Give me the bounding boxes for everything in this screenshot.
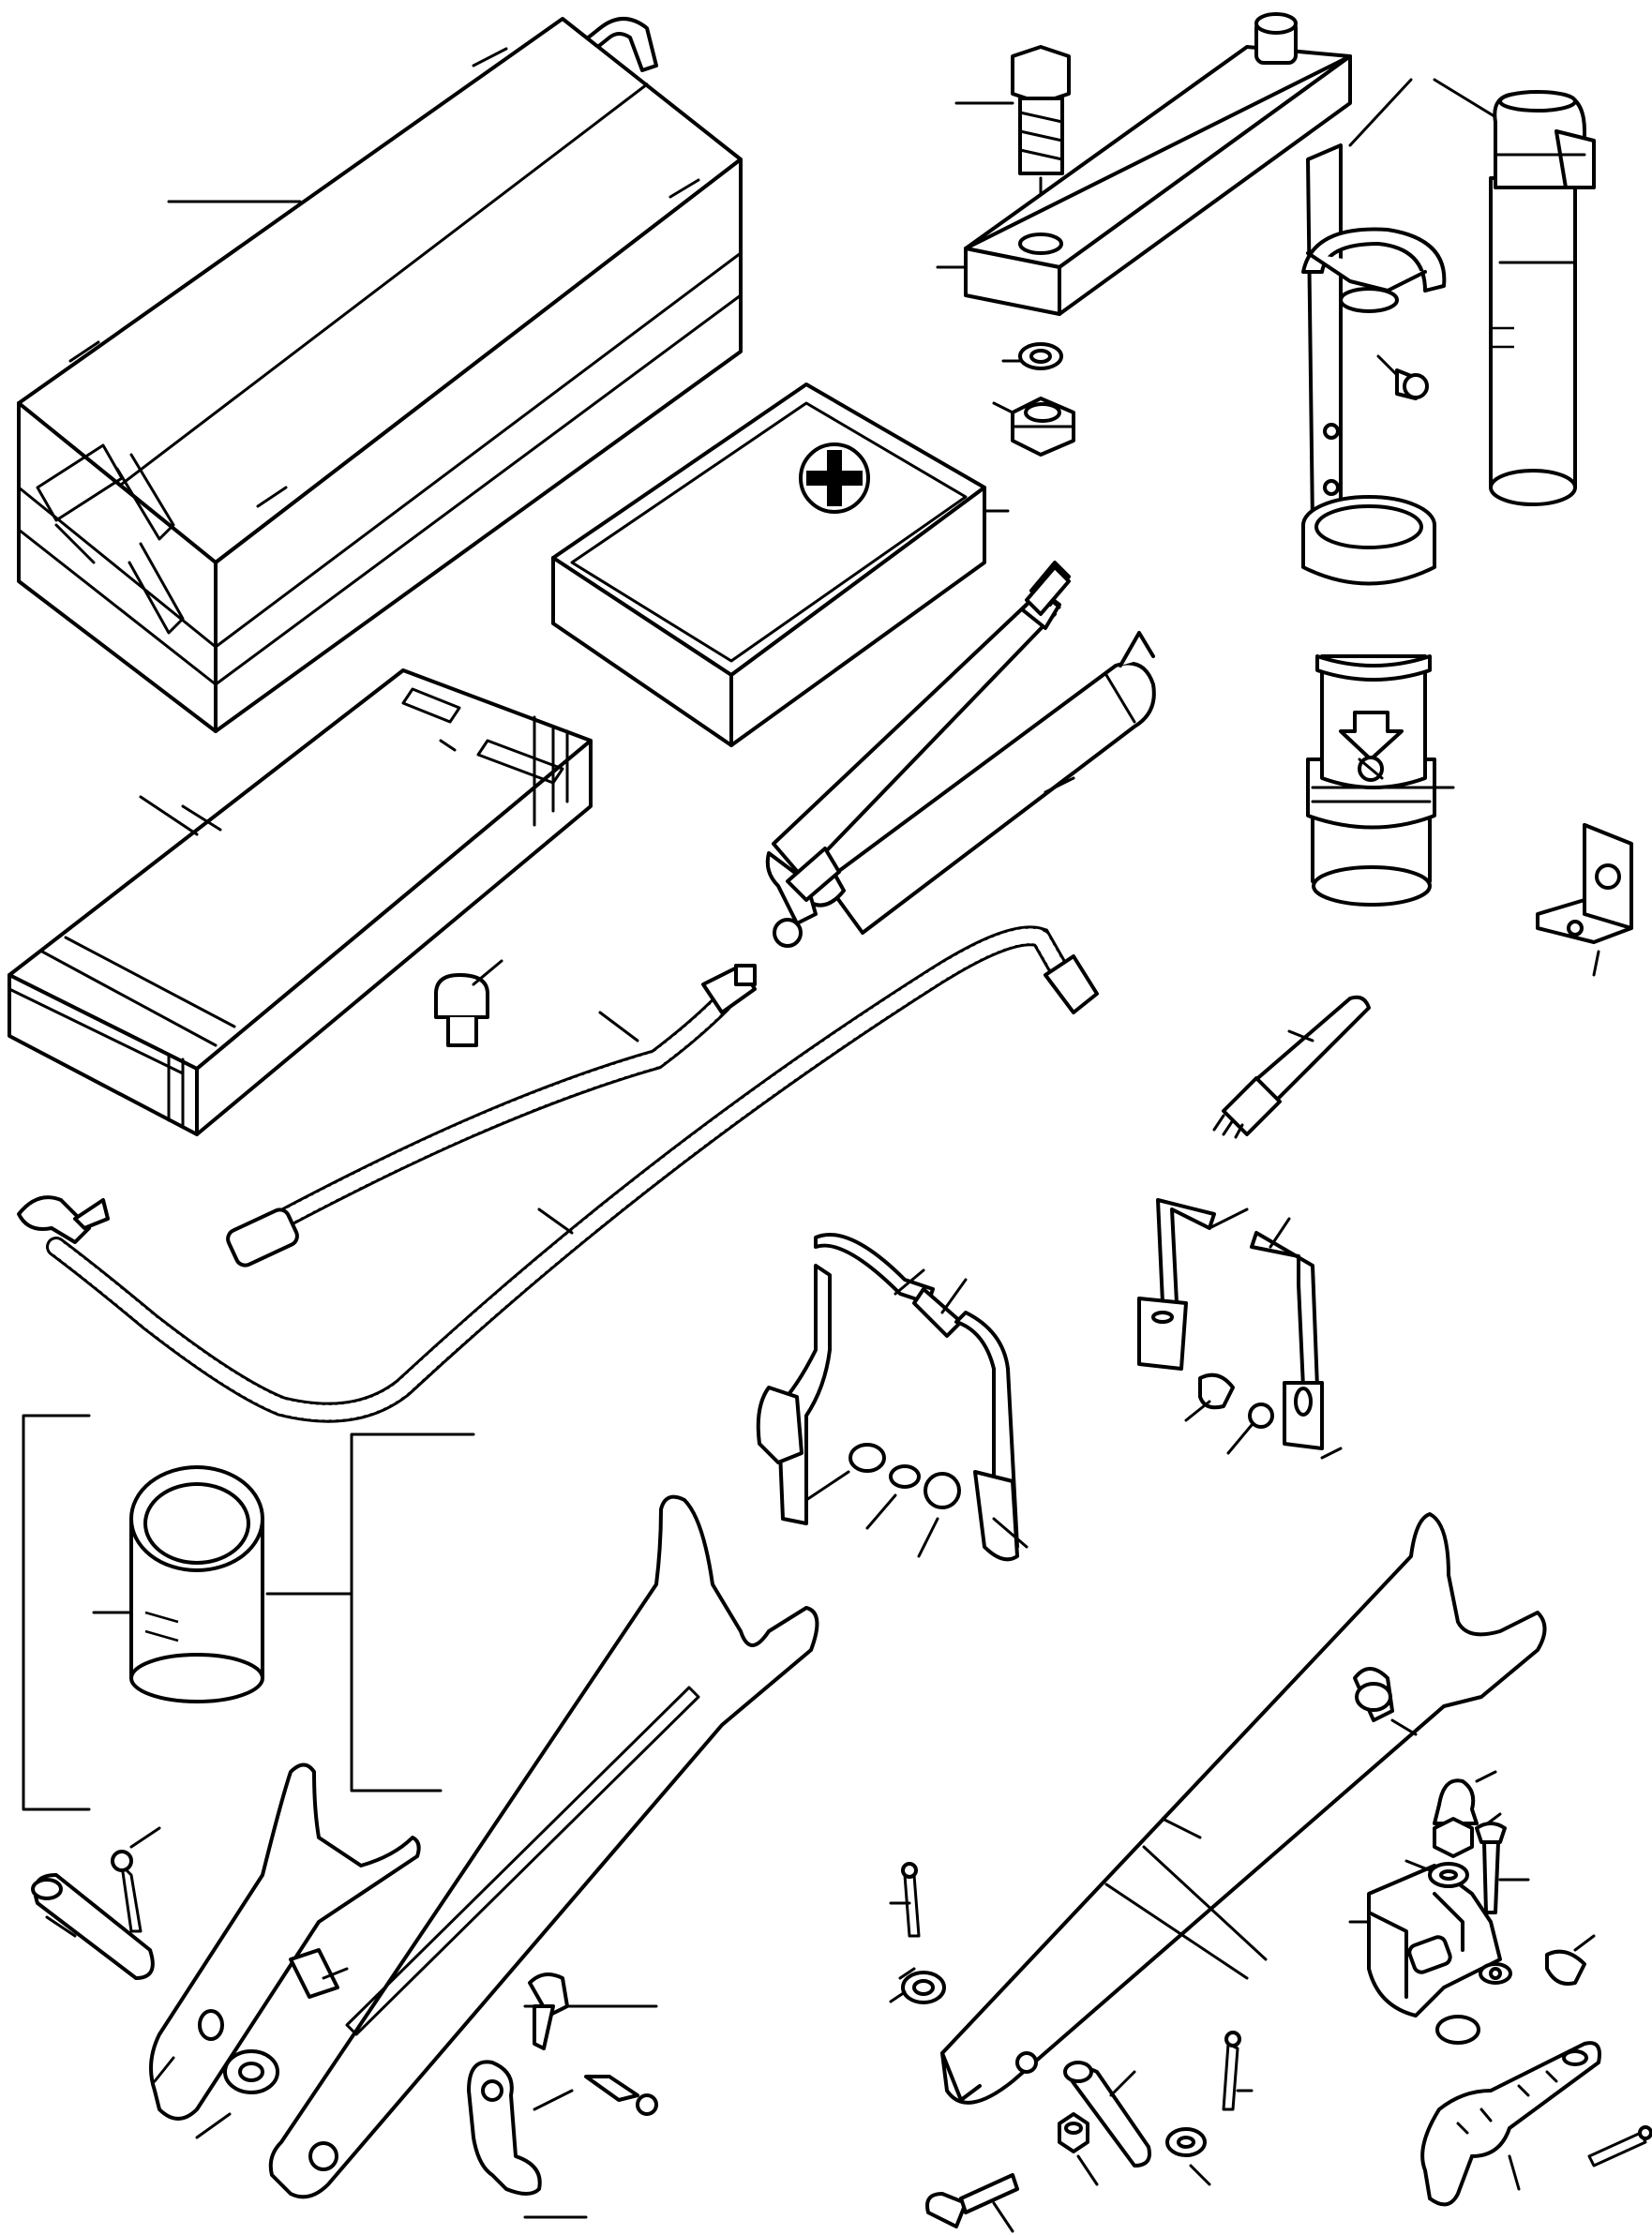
pipe-icon [756, 1233, 1029, 1562]
hose-icon [226, 964, 757, 1268]
t-handle-right-icon [1420, 2041, 1652, 2207]
grease-gun-icon [765, 561, 1156, 948]
stem-icon [1212, 995, 1371, 1139]
first-aid-icon [551, 382, 1010, 747]
toolbag-icon [8, 668, 593, 1136]
wrench-icon [268, 1494, 819, 2199]
toolbox-icon [17, 17, 743, 733]
pin-icon [31, 1826, 161, 1980]
inflator-hose-icon [17, 925, 1099, 1423]
t-handle-icon [467, 2060, 588, 2219]
wrench-with-bracket-icon [925, 1512, 1547, 2233]
bolt-icon [936, 12, 1352, 457]
hinge-bracket-icon [1348, 1770, 1596, 2045]
plug-icon [434, 959, 503, 1047]
canister-icon [1306, 654, 1455, 907]
wrench-small-icon [149, 1762, 421, 2139]
angle-bracket-icon [1536, 823, 1633, 977]
bracket-icon [1301, 78, 1447, 586]
bolt-small-icon [528, 1972, 658, 2116]
pipe-icon-2 [1137, 1198, 1343, 1460]
paint-tin-icon [22, 1414, 475, 1811]
cotter-icon [889, 1862, 946, 2004]
extinguisher-icon [1433, 78, 1596, 506]
